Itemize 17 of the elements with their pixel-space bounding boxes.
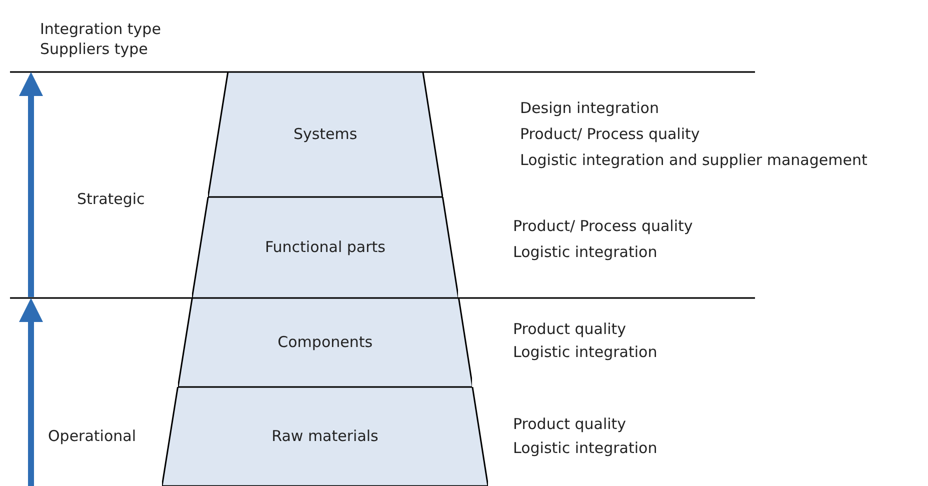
description-text: Logistic integration [513, 438, 658, 459]
level-label: Strategic [77, 189, 145, 210]
description-text: Product quality [513, 414, 626, 435]
level-label: Operational [48, 426, 136, 447]
band-label: Functional parts [264, 238, 386, 256]
band-label: Raw materials [270, 426, 380, 444]
heading-text: Suppliers type [40, 39, 148, 60]
heading-text: Integration type [40, 19, 161, 40]
band-label: Components [276, 332, 374, 350]
description-text: Product/ Process quality [520, 124, 700, 145]
description-text: Logistic integration and supplier management [520, 150, 868, 171]
description-text: Logistic integration [513, 242, 658, 263]
band-label: Systems [292, 124, 358, 142]
description-text: Design integration [520, 98, 659, 119]
description-text: Product quality [513, 319, 626, 340]
description-text: Product/ Process quality [513, 216, 693, 237]
description-text: Logistic integration [513, 342, 658, 363]
